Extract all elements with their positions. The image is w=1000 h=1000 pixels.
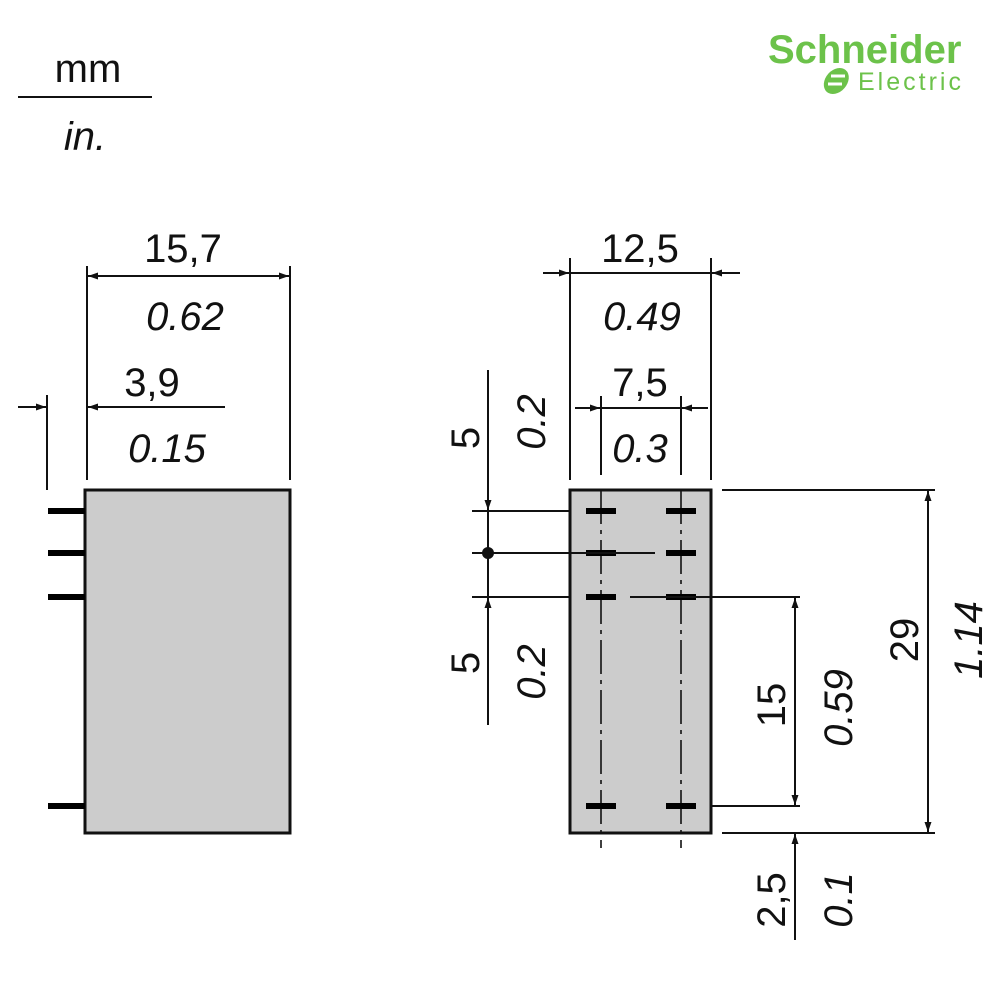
bottom-width-in: 0.49 <box>603 295 681 339</box>
pin-offset-in: 0.15 <box>128 427 207 471</box>
units-legend: mm in. <box>18 47 152 159</box>
unit-mm: mm <box>55 47 122 91</box>
pin-offset-mm: 3,9 <box>124 361 180 405</box>
logo-sub: Electric <box>858 68 964 96</box>
relay-body-bottom <box>568 488 713 835</box>
side-view: 15,7 0.62 3,9 0.15 <box>18 227 292 835</box>
schneider-electric-logo: Schneider Electric <box>768 28 964 96</box>
pin-row-spacing-mm: 15 <box>750 683 794 728</box>
side-width-in: 0.62 <box>146 295 224 339</box>
logo-symbol-icon <box>823 68 849 94</box>
edge-offset-mm: 2,5 <box>750 872 794 928</box>
pin-pitch-top-mm: 5 <box>444 427 488 449</box>
length-in: 1.14 <box>947 601 991 679</box>
pin-pitch-x-mm: 7,5 <box>612 361 668 405</box>
bottom-width-mm: 12,5 <box>601 227 679 271</box>
pin-pitch-top-in: 0.2 <box>510 394 554 450</box>
unit-inch: in. <box>64 115 106 159</box>
pin-row-spacing-in: 0.59 <box>817 669 861 747</box>
logo-brand: Schneider <box>768 28 961 72</box>
bottom-view: 12,5 0.49 7,5 0.3 5 0.2 5 0.2 15 0.59 29… <box>444 227 991 940</box>
pin-pitch-bottom-in: 0.2 <box>510 644 554 700</box>
relay-body-side <box>83 488 292 835</box>
edge-offset-in: 0.1 <box>817 872 861 928</box>
side-width-mm: 15,7 <box>144 227 222 271</box>
length-mm: 29 <box>883 618 927 663</box>
side-pins <box>48 508 85 809</box>
pin-pitch-bottom-mm: 5 <box>444 652 488 674</box>
pin-pitch-x-in: 0.3 <box>612 427 668 471</box>
